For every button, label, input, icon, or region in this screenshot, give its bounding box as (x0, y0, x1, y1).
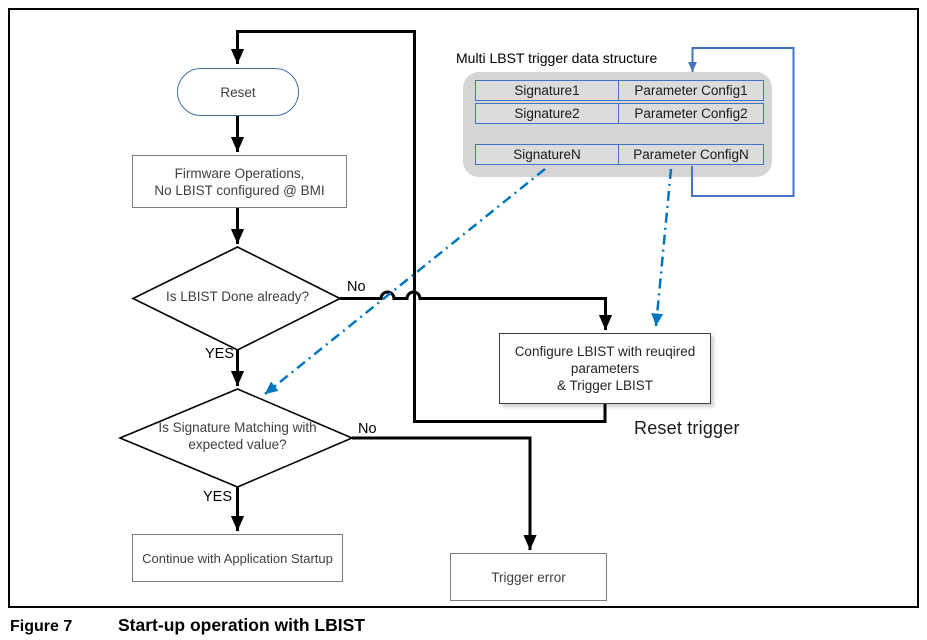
node-continue-startup: Continue with Application Startup (132, 534, 343, 582)
data-structure-title: Multi LBST trigger data structure (456, 50, 658, 66)
node-configure-lbist: Configure LBIST with reuqired parameters… (499, 333, 711, 404)
node-continue-label: Continue with Application Startup (142, 550, 333, 566)
cell-signature-n: SignatureN (475, 144, 619, 165)
node-trigger-error-label: Trigger error (491, 569, 566, 585)
figure-caption: Figure 7 Start-up operation with LBIST (10, 615, 365, 636)
cell-signature-2: Signature2 (475, 103, 619, 124)
node-trigger-error: Trigger error (450, 553, 607, 601)
node-configure-line1: Configure LBIST with reuqired (514, 344, 696, 359)
node-firmware-line1: Firmware Operations, (174, 165, 305, 181)
decision2-line1: Is Signature Matching with (158, 420, 317, 435)
figure-border (8, 8, 919, 608)
node-configure-line3: & Trigger LBIST (556, 378, 654, 393)
decision2-line2: expected value? (188, 437, 287, 452)
edge-label-no1: No (347, 279, 366, 295)
edge-label-yes1: YES (205, 346, 235, 362)
decision1-text: Is LBIST Done already? (145, 288, 330, 305)
node-reset-label: Reset (220, 84, 256, 100)
decision1-label: Is LBIST Done already? (165, 289, 310, 304)
figure-caption-label: Figure 7 (10, 618, 73, 635)
cell-signature-1: Signature1 (475, 80, 619, 101)
node-configure-line2: parameters (570, 361, 640, 376)
cell-config-2: Parameter Config2 (618, 103, 764, 124)
node-firmware-line2: No LBIST configured @ BMI (154, 182, 325, 198)
edge-label-yes2: YES (203, 489, 233, 505)
node-firmware: Firmware Operations, No LBIST configured… (132, 155, 347, 208)
node-reset: Reset (177, 68, 299, 116)
figure-caption-title: Start-up operation with LBIST (118, 615, 365, 635)
cell-config-1: Parameter Config1 (618, 80, 764, 101)
edge-label-no2: No (358, 421, 377, 437)
reset-trigger-label: Reset trigger (634, 418, 740, 438)
cell-config-n: Parameter ConfigN (618, 144, 764, 165)
decision2-text: Is Signature Matching with expected valu… (130, 419, 345, 453)
